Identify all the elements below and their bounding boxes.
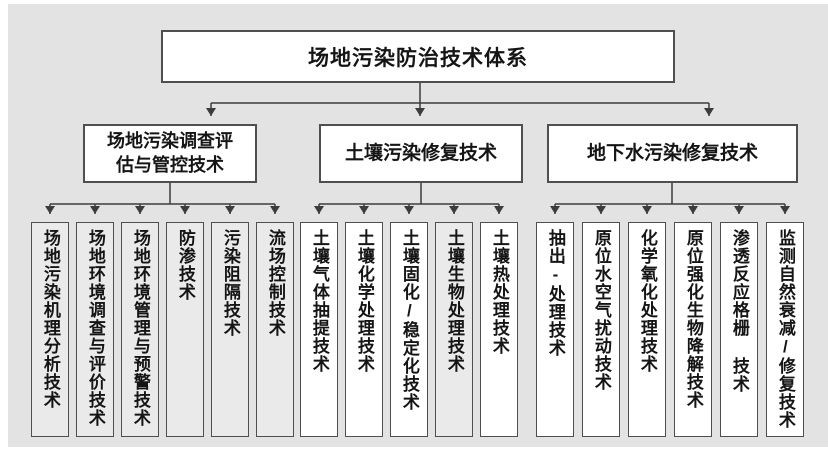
- leaf-box: 抽出-处理技术: [536, 222, 574, 437]
- leaf-label: 渗透反应格栅 技术: [729, 229, 749, 393]
- leaf-box: 流场控制技术: [256, 222, 294, 437]
- leaf-label: 污染阻隔技术: [220, 229, 240, 337]
- leaf-label: 流场控制技术: [265, 229, 285, 337]
- leaf-label: 抽出-处理技术: [545, 229, 565, 357]
- leaf-box: 土壤热处理技术: [480, 222, 518, 437]
- level2-box-survey-assessment-control: 场地污染调查评 估与管控技术: [83, 124, 257, 183]
- leaf-box: 监测自然衰减/修复技术: [766, 222, 804, 437]
- leaf-group-groundwater: 抽出-处理技术 原位水空气扰动技术 化学氧化处理技术 原位强化生物降解技术 渗透反应格栅…: [536, 222, 804, 437]
- leaf-box: 原位水空气扰动技术: [582, 222, 620, 437]
- leaf-box: 土壤气体抽提技术: [300, 222, 338, 437]
- leaf-label: 土壤生物处理技术: [444, 229, 464, 373]
- leaf-label: 土壤化学处理技术: [354, 229, 374, 373]
- leaf-label: 原位水空气扰动技术: [591, 229, 611, 391]
- level2-label-line: 场地污染调查评: [107, 130, 233, 151]
- leaf-label: 土壤固化/稳定化技术: [399, 229, 419, 411]
- leaf-box: 原位强化生物降解技术: [674, 222, 712, 437]
- level2-label-line: 估与管控技术: [116, 154, 224, 175]
- leaf-label: 防渗技术: [175, 229, 195, 301]
- leaf-box: 防渗技术: [166, 222, 204, 437]
- leaf-box: 污染阻隔技术: [211, 222, 249, 437]
- leaf-box: 渗透反应格栅 技术: [720, 222, 758, 437]
- leaf-label: 场地环境管理与预警技术: [130, 229, 150, 427]
- leaf-box: 场地污染机理分析技术: [31, 222, 69, 437]
- leaf-box: 土壤生物处理技术: [435, 222, 473, 437]
- leaf-box: 场地环境管理与预警技术: [121, 222, 159, 437]
- leaf-box: 场地环境调查与评价技术: [76, 222, 114, 437]
- leaf-group-survey: 场地污染机理分析技术 场地环境调查与评价技术 场地环境管理与预警技术 防渗技术 污染阻隔…: [31, 222, 294, 437]
- level2-label-line: 土壤污染修复技术: [344, 142, 497, 164]
- root-box: 场地污染防治技术体系: [161, 30, 675, 83]
- leaf-label: 化学氧化处理技术: [637, 229, 657, 373]
- level2-label-line: 地下水污染修复技术: [586, 142, 758, 164]
- leaf-label: 原位强化生物降解技术: [683, 229, 703, 409]
- leaf-label: 场地环境调查与评价技术: [85, 229, 105, 427]
- leaf-label: 土壤热处理技术: [489, 229, 509, 355]
- leaf-label: 土壤气体抽提技术: [309, 229, 329, 373]
- leaf-box: 土壤固化/稳定化技术: [390, 222, 428, 437]
- leaf-group-soil: 土壤气体抽提技术 土壤化学处理技术 土壤固化/稳定化技术 土壤生物处理技术 土壤热处理技…: [300, 222, 518, 437]
- root-label: 场地污染防治技术体系: [308, 46, 528, 70]
- leaf-box: 化学氧化处理技术: [628, 222, 666, 437]
- leaf-label: 监测自然衰减/修复技术: [775, 229, 795, 429]
- leaf-box: 土壤化学处理技术: [345, 222, 383, 437]
- level2-box-groundwater-remediation: 地下水污染修复技术: [547, 124, 798, 183]
- leaf-label: 场地污染机理分析技术: [40, 229, 60, 409]
- level2-box-soil-remediation: 土壤污染修复技术: [319, 124, 523, 183]
